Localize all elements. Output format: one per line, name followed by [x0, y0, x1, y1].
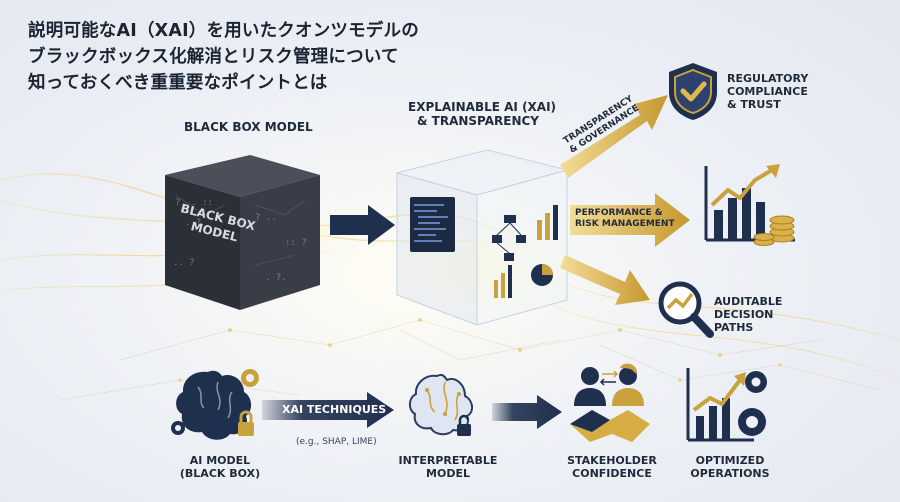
black-to-xai-arrow — [330, 205, 395, 245]
title-line-3: 知っておくべき重重要なポイントとは — [28, 73, 328, 93]
step-ai-model-label: AI MODEL (BLACK BOX) — [160, 454, 280, 480]
brain-lock-icon — [408, 373, 473, 436]
outcome-regulatory-line-2: COMPLIANCE — [727, 85, 808, 98]
step-interpretable-label: INTERPRETABLE MODEL — [388, 454, 508, 480]
to-stakeholder-arrow — [492, 395, 562, 429]
outcome-regulatory-line-3: & TRUST — [727, 98, 781, 111]
step-stakeholder-label: STAKEHOLDER CONFIDENCE — [552, 454, 672, 480]
step-optimized-label: OPTIMIZED OPERATIONS — [670, 454, 790, 480]
arrow2-text: PERFORMANCE & RISK MANAGEMENT — [575, 208, 675, 230]
flowchart-icon — [492, 215, 526, 261]
xai-label-line-2: & TRANSPARENCY — [417, 114, 539, 128]
page-title: 説明可能なAI（XAI）を用いたクオンツモデルの ブラックボックス化解消とリスク… — [28, 18, 498, 96]
xai-label: EXPLAINABLE AI (XAI) & TRANSPARENCY — [408, 100, 557, 128]
step-stakeholder-line-1: STAKEHOLDER — [567, 454, 657, 467]
outcome-auditable-line-1: AUDITABLE — [714, 295, 783, 308]
arrow2-text-line-1: PERFORMANCE & — [575, 208, 663, 218]
outcome-auditable-line-2: DECISION — [714, 308, 774, 321]
handshake-people-icon — [570, 363, 650, 442]
black-box-label: BLACK BOX MODEL — [184, 120, 313, 134]
xai-glass-cube — [395, 149, 569, 326]
black-box-cube: ? .. ::. ?.. ? ? ..:: ?. ?. — [165, 155, 320, 310]
step-optimized-line-2: OPERATIONS — [690, 467, 770, 480]
shield-check-icon — [669, 63, 717, 120]
arrow2-text-line-2: RISK MANAGEMENT — [575, 219, 675, 229]
step-ai-model-line-1: AI MODEL — [189, 454, 251, 467]
svg-text:? ..: ? .. — [255, 213, 277, 223]
growth-gears-icon — [686, 368, 767, 442]
brain-gears-lock-icon — [171, 369, 259, 440]
outcome-auditable-line-3: PATHS — [714, 321, 754, 334]
xai-label-line-1: EXPLAINABLE AI (XAI) — [408, 100, 557, 114]
xai-techniques-arrow — [262, 392, 394, 428]
title-line-1: 説明可能なAI（XAI）を用いたクオンツモデルの — [28, 21, 419, 41]
step-interpretable-line-2: MODEL — [426, 467, 470, 480]
svg-text::: ?: :: ? — [285, 238, 307, 248]
xai-techniques-examples: (e.g., SHAP, LIME) — [296, 437, 377, 447]
svg-text:? .. ::: ? .. :: — [175, 198, 213, 208]
outcome-regulatory-line-1: REGULATORY — [727, 72, 809, 85]
step-stakeholder-line-2: CONFIDENCE — [572, 467, 652, 480]
outcome-auditable-label: AUDITABLE DECISION PATHS — [714, 295, 782, 334]
xai-techniques-label: XAI TECHNIQUES — [282, 403, 387, 416]
magnifier-chart-icon — [658, 281, 714, 338]
outcome-regulatory-label: REGULATORY COMPLIANCE & TRUST — [727, 72, 808, 111]
svg-text:. ?: . ? — [185, 218, 201, 228]
step-optimized-line-1: OPTIMIZED — [695, 454, 765, 467]
svg-text:.. ?: .. ? — [173, 258, 195, 268]
step-interpretable-line-1: INTERPRETABLE — [398, 454, 498, 467]
step-ai-model-line-2: (BLACK BOX) — [179, 467, 261, 480]
svg-text:. ?.: . ?. — [265, 273, 287, 283]
bar-chart-coins-icon — [704, 164, 795, 246]
title-line-2: ブラックボックス化解消とリスク管理について — [28, 47, 399, 67]
